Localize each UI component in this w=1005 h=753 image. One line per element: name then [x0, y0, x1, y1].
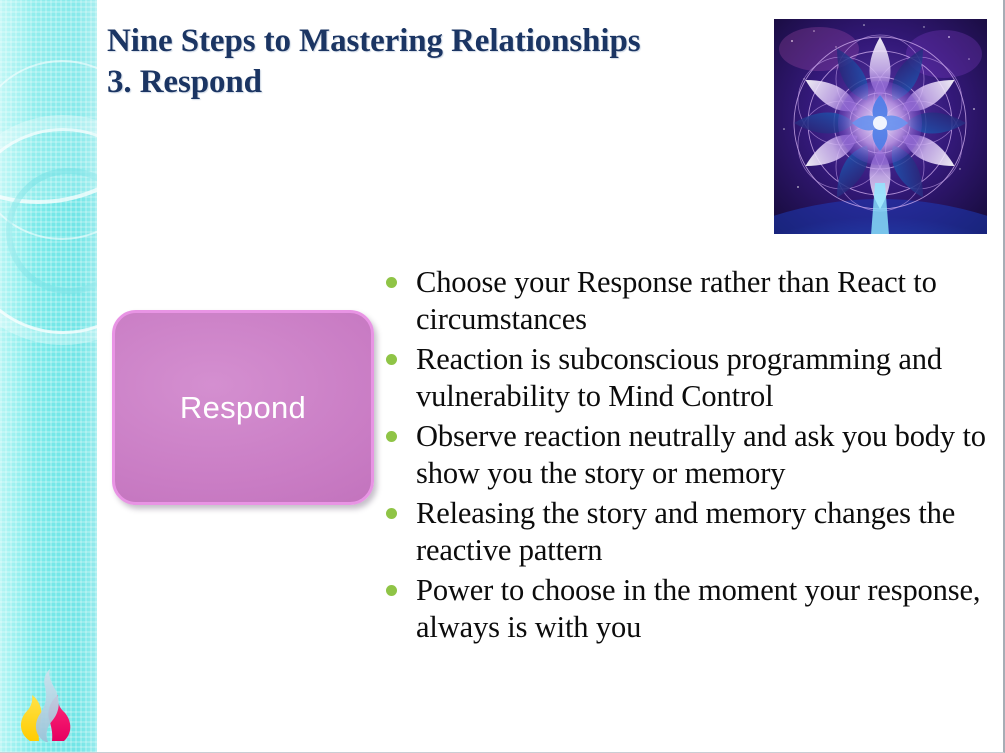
sidebar-ring-outline	[0, 128, 97, 334]
list-item-text: Reaction is subconscious programming and…	[416, 342, 942, 413]
list-item: Releasing the story and memory changes t…	[386, 495, 998, 569]
decorative-sidebar	[0, 0, 97, 752]
list-item-text: Observe reaction neutrally and ask you b…	[416, 419, 986, 490]
bullet-dot-icon	[386, 277, 397, 288]
triple-flame-logo-icon	[20, 669, 71, 742]
list-item: Choose your Response rather than React t…	[386, 264, 998, 338]
sidebar-ring-inner	[6, 168, 97, 294]
list-item-text: Choose your Response rather than React t…	[416, 265, 937, 336]
list-item: Observe reaction neutrally and ask you b…	[386, 418, 998, 492]
slide-title: Nine Steps to Mastering Relationships 3.…	[107, 21, 757, 103]
list-item-text: Power to choose in the moment your respo…	[416, 573, 981, 644]
list-item: Power to choose in the moment your respo…	[386, 572, 998, 646]
bullet-list: Choose your Response rather than React t…	[386, 264, 998, 649]
bullet-dot-icon	[386, 585, 397, 596]
title-line-1: Nine Steps to Mastering Relationships	[107, 23, 641, 59]
bullet-dot-icon	[386, 508, 397, 519]
bullet-dot-icon	[386, 354, 397, 365]
list-item-text: Releasing the story and memory changes t…	[416, 496, 956, 567]
bullet-dot-icon	[386, 431, 397, 442]
respond-callout-box[interactable]: Respond	[112, 310, 374, 505]
list-item: Reaction is subconscious programming and…	[386, 341, 998, 415]
respond-callout-label: Respond	[179, 390, 307, 425]
cosmic-mandala-image	[774, 19, 987, 234]
title-line-2: 3. Respond	[107, 64, 262, 100]
